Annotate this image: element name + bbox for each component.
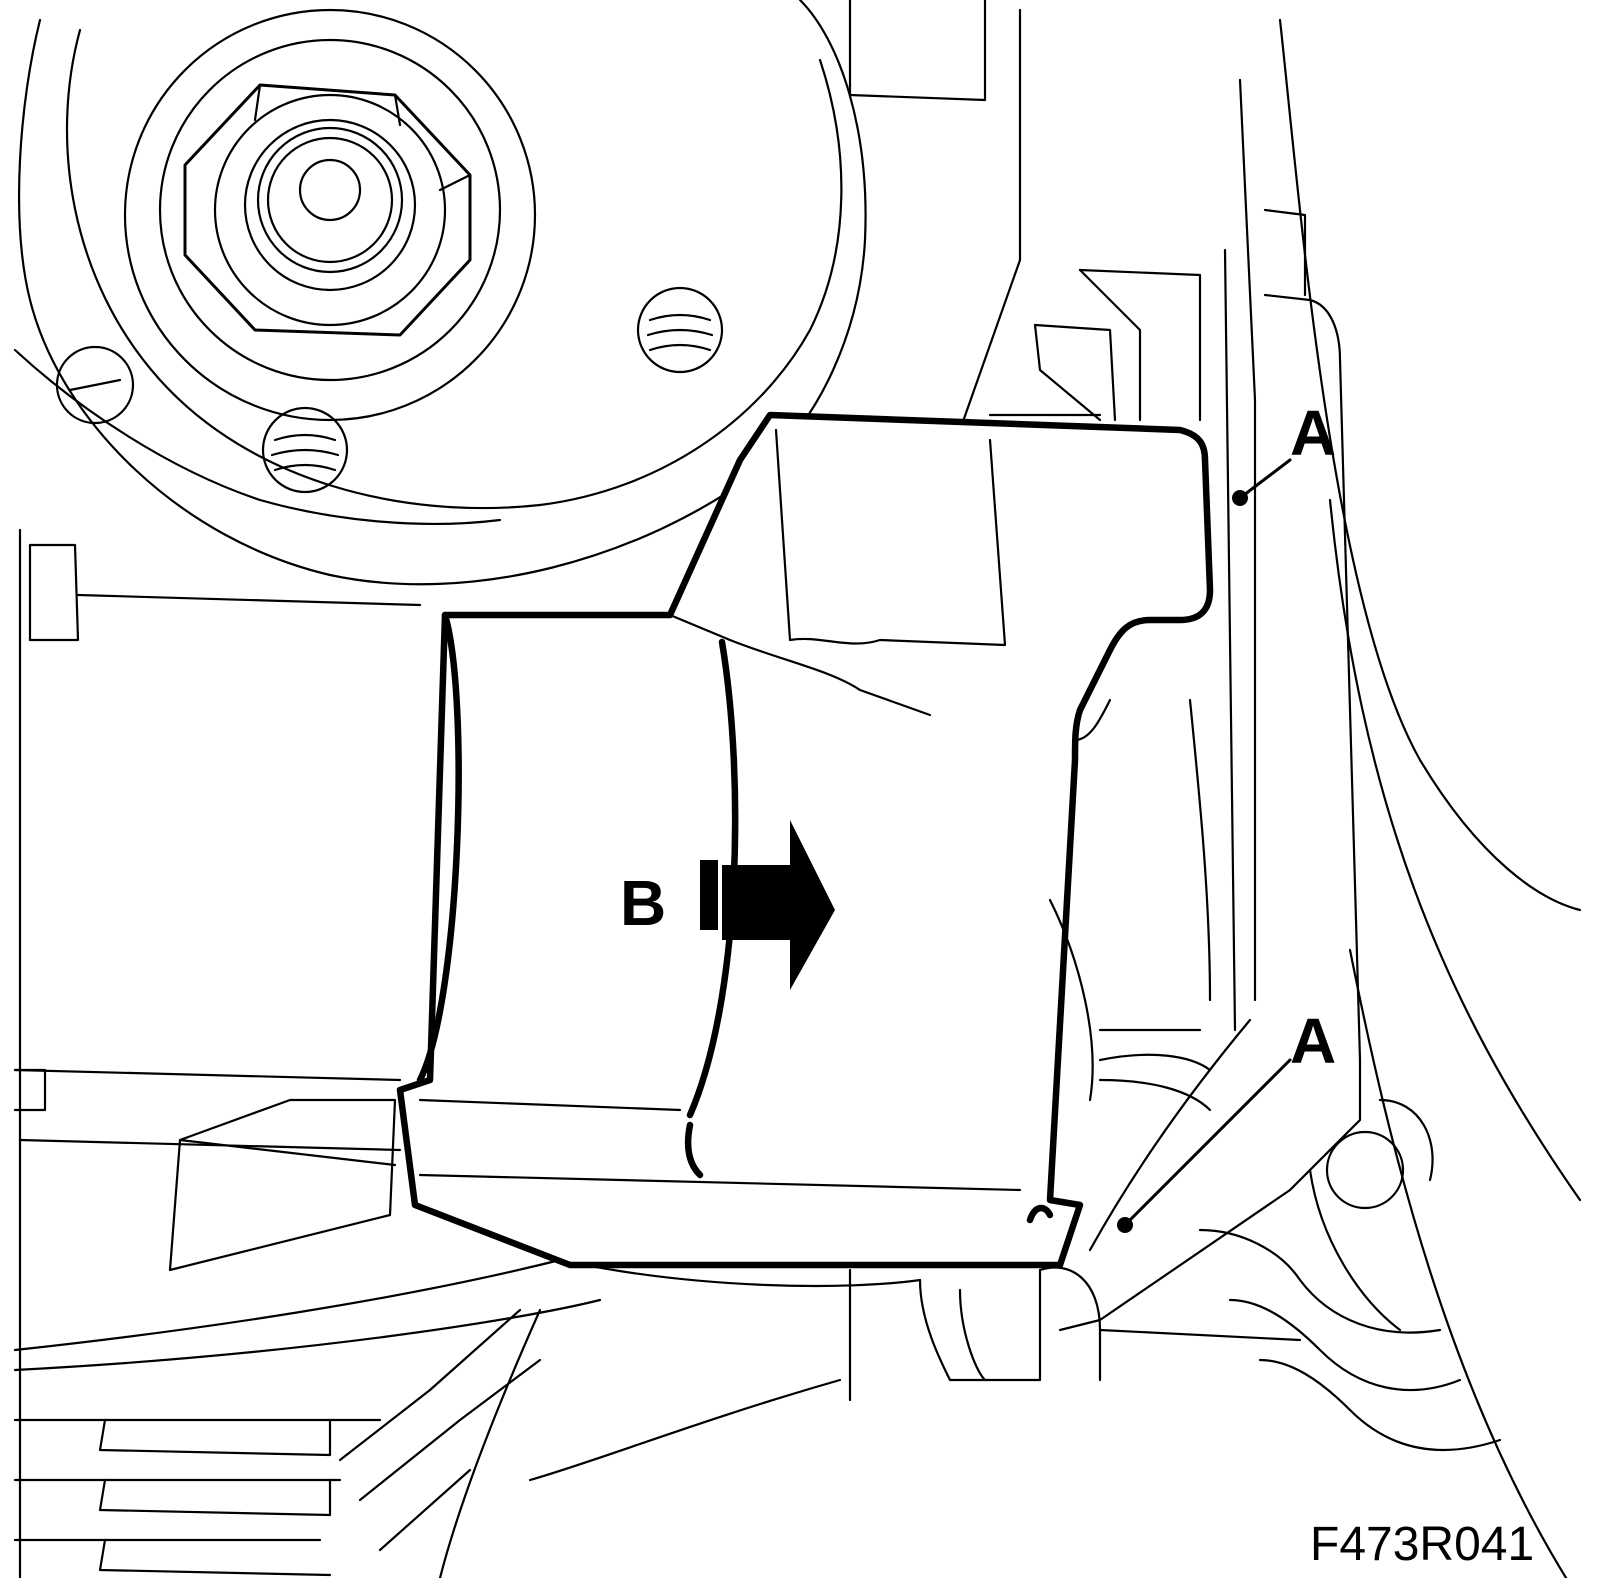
figure-code: F473R041 [1310, 1518, 1534, 1571]
tool-bracket [396, 411, 1214, 1269]
bolt-hole-small [55, 345, 135, 425]
callout-a-lower: A [1290, 1005, 1336, 1077]
shaft-housing [13, 528, 422, 1578]
direction-arrow [700, 820, 835, 990]
callout-b: B [620, 867, 666, 939]
arrow-head [722, 820, 835, 990]
engine-block [848, 0, 1582, 1578]
bolt-hole-left [261, 406, 349, 494]
arrow-tail-bar [700, 860, 718, 930]
hex-nut [183, 83, 472, 337]
pulley-assembly [13, 0, 867, 586]
bolt-hole-right [636, 286, 724, 374]
tool-top-plate [396, 411, 1214, 1269]
callout-a-upper: A [1290, 397, 1336, 469]
leader-lines [1117, 458, 1292, 1233]
lower-housing [13, 1258, 1302, 1578]
